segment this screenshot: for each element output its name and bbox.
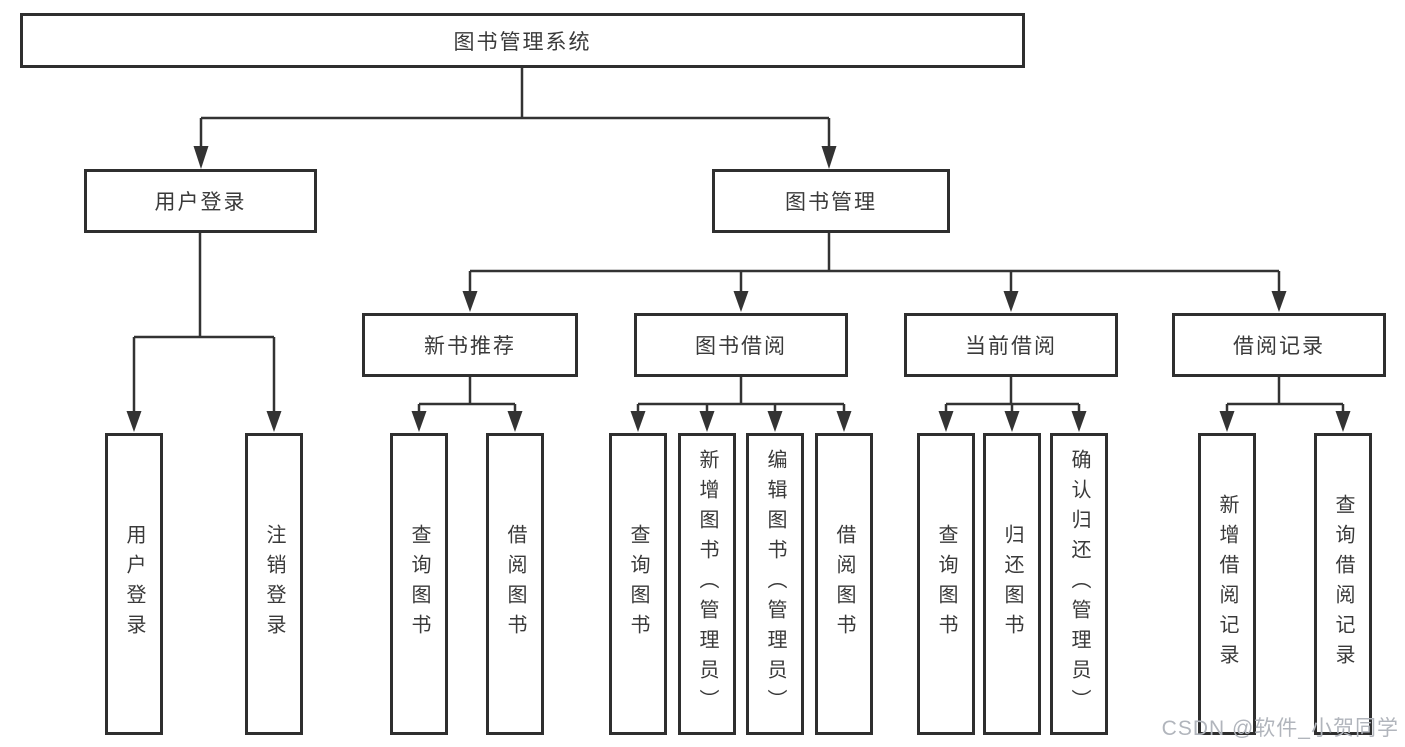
leaf-borrow-books-recommend: 借阅图书 bbox=[486, 433, 544, 735]
arrowhead-icon bbox=[821, 146, 837, 169]
edge-root-to-level2 bbox=[193, 68, 837, 169]
arrowhead-icon bbox=[1004, 411, 1020, 432]
arrowhead-icon bbox=[836, 411, 852, 432]
edge-user-login-to-leaves bbox=[126, 233, 282, 432]
leaf-add-borrow-record: 新增借阅记录 bbox=[1198, 433, 1256, 735]
arrowhead-icon bbox=[462, 291, 478, 312]
arrowhead-icon bbox=[733, 291, 749, 312]
node-borrow-records: 借阅记录 bbox=[1172, 313, 1386, 377]
node-book-management: 图书管理 bbox=[712, 169, 950, 233]
arrowhead-icon bbox=[126, 411, 142, 432]
arrowhead-icon bbox=[699, 411, 715, 432]
arrowhead-icon bbox=[1071, 411, 1087, 432]
edge-borrow-records-to-leaves bbox=[1219, 377, 1351, 432]
arrowhead-icon bbox=[1271, 291, 1287, 312]
arrowhead-icon bbox=[630, 411, 646, 432]
node-new-book-recommend: 新书推荐 bbox=[362, 313, 578, 377]
arrowhead-icon bbox=[767, 411, 783, 432]
leaf-confirm-return-admin: 确认归还（管理员） bbox=[1050, 433, 1108, 735]
leaf-query-borrow-record: 查询借阅记录 bbox=[1314, 433, 1372, 735]
leaf-query-books-borrow: 查询图书 bbox=[609, 433, 667, 735]
watermark: CSDN @软件_小贺同学 bbox=[1161, 717, 1399, 740]
arrowhead-icon bbox=[193, 146, 209, 169]
arrowhead-icon bbox=[938, 411, 954, 432]
arrowhead-icon bbox=[266, 411, 282, 432]
node-root-system: 图书管理系统 bbox=[20, 13, 1025, 68]
arrowhead-icon bbox=[1003, 291, 1019, 312]
leaf-user-login: 用户登录 bbox=[105, 433, 163, 735]
edge-book-management-to-level3 bbox=[462, 233, 1287, 312]
arrowhead-icon bbox=[1219, 411, 1235, 432]
edge-book-borrow-to-leaves bbox=[630, 377, 852, 432]
leaf-query-books-current: 查询图书 bbox=[917, 433, 975, 735]
arrowhead-icon bbox=[1335, 411, 1351, 432]
edge-new-book-recommend-to-leaves bbox=[411, 377, 523, 432]
leaf-logout: 注销登录 bbox=[245, 433, 303, 735]
edge-current-borrow-to-leaves bbox=[938, 377, 1087, 432]
node-book-borrow: 图书借阅 bbox=[634, 313, 848, 377]
leaf-borrow-books: 借阅图书 bbox=[815, 433, 873, 735]
arrowhead-icon bbox=[411, 411, 427, 432]
leaf-query-books-recommend: 查询图书 bbox=[390, 433, 448, 735]
node-user-login: 用户登录 bbox=[84, 169, 317, 233]
arrowhead-icon bbox=[507, 411, 523, 432]
leaf-edit-books-admin: 编辑图书（管理员） bbox=[746, 433, 804, 735]
leaf-add-books-admin: 新增图书（管理员） bbox=[678, 433, 736, 735]
node-current-borrow: 当前借阅 bbox=[904, 313, 1118, 377]
leaf-return-books: 归还图书 bbox=[983, 433, 1041, 735]
